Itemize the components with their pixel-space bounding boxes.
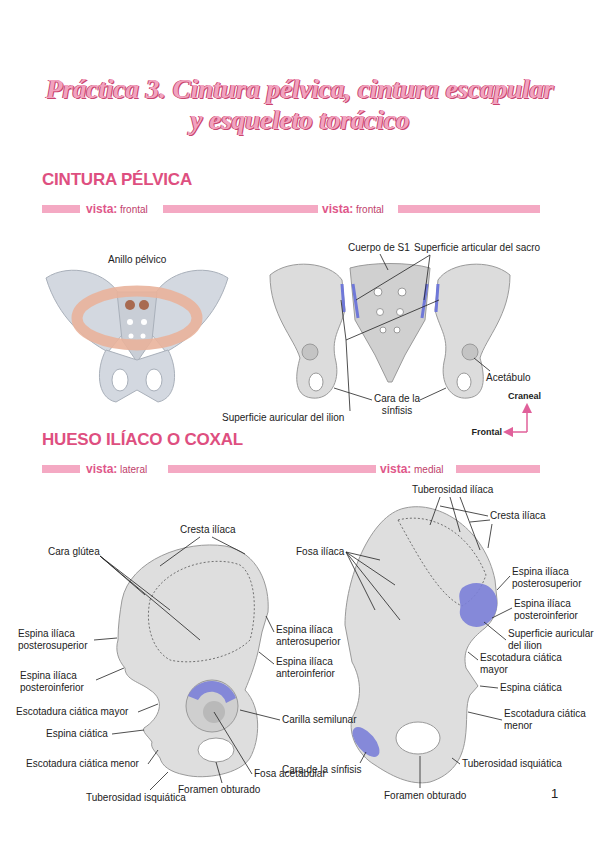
section-bars [42,205,540,473]
part-label: Cara de la sínfisis [282,764,361,776]
part-label: Tuberosidad isquiática [462,758,562,770]
part-label: Espina ilíaca anteroinferior [276,656,344,679]
part-label: Escotadura ciática menor [504,708,594,731]
part-label: Escotadura ciática mayor [480,652,570,675]
view-name: medial [414,464,443,475]
part-label: Foramen obturado [178,784,260,796]
view-tag: vista: [380,462,411,476]
view-tag: vista: [86,462,117,476]
part-label: Espina ilíaca posteroinferior [20,670,96,693]
leader-lines [94,254,512,790]
section-heading: HUESO ILÍACO O COXAL [42,430,243,450]
axis-label: Craneal [508,391,541,401]
part-label: Superficie articular del sacro [414,242,540,254]
part-label: Espina ilíaca posterosuperior [18,628,94,651]
lateral-hip-bone [117,545,268,777]
part-label: Cara glútea [48,546,100,558]
part-label: Cuerpo de S1 [348,242,410,254]
part-label: Escotadura ciática mayor [16,706,128,718]
part-label: Cresta ilíaca [490,510,546,522]
part-label: Cara de la sínfisis [372,393,422,416]
part-label: Tuberosidad isquiática [86,792,186,804]
part-label: Anillo pélvico [108,254,166,266]
part-label: Escotadura ciática menor [26,758,139,770]
part-label: Foramen obturado [384,790,466,802]
view-name: frontal [120,204,148,215]
view-name: lateral [120,464,147,475]
view-tag: vista: [322,202,353,216]
part-label: Tuberosidad ilíaca [412,484,493,496]
part-label: Fosa ilíaca [296,546,344,558]
part-label: Superficie auricular del ilion [508,628,594,651]
part-label: Acetábulo [486,372,530,384]
view-tag: vista: [86,202,117,216]
pelvis-figure [46,270,228,402]
hip-bones-figure [270,264,510,399]
axis-label: Frontal [460,427,502,437]
part-label: Cresta ilíaca [180,524,236,536]
part-label: Espina ilíaca posterosuperior [512,566,588,589]
part-label: Carilla semilunar [282,714,356,726]
orientation-arrows [505,405,527,432]
page-title: Práctica 3. Cintura pélvica, cintura esc… [40,74,560,136]
page-number: 1 [551,786,558,801]
part-label: Superficie auricular del ilion [222,412,344,424]
part-label: Espina ilíaca anterosuperior [276,624,344,647]
part-label: Espina ilíaca posteroinferior [514,598,590,621]
medial-hip-bone [345,507,497,783]
section-heading: CINTURA PÉLVICA [42,170,192,190]
part-label: Espina ciática [500,682,562,694]
part-label: Espina ciática [46,728,108,740]
view-name: frontal [356,204,384,215]
